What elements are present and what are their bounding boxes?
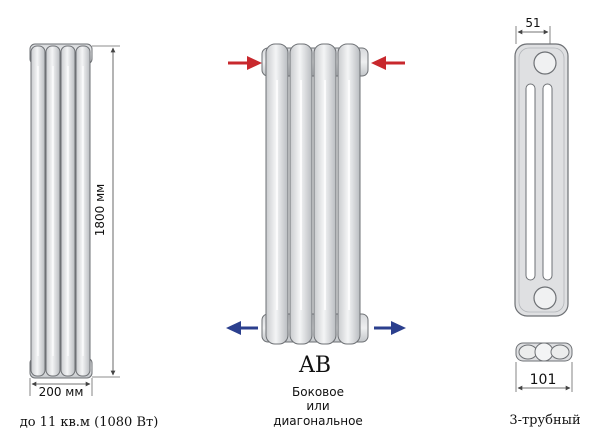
bottom-width-label: 101 (530, 372, 557, 388)
height-dimension (92, 45, 120, 378)
connection-caption-line-3: диагональное (273, 414, 363, 428)
three-tube-profile (515, 342, 573, 362)
height-label: 1800 мм (93, 184, 107, 236)
width-label: 200 мм (39, 385, 84, 399)
connection-caption-line-1: Боковое (292, 385, 344, 399)
side-view-section (514, 43, 569, 317)
return-arrow-right (374, 321, 406, 335)
width-dimension (29, 378, 93, 396)
top-port (533, 51, 557, 75)
bottom-width-dimension (515, 362, 573, 392)
connection-view-radiator (261, 43, 369, 345)
connection-code: AB (298, 353, 331, 378)
bottom-port (533, 286, 557, 310)
tube-type-caption: 3-трубный (509, 413, 580, 428)
return-arrow-left (226, 321, 258, 335)
power-caption: до 11 кв.м (1080 Вт) (20, 415, 159, 430)
depth-dimension (515, 26, 551, 44)
front-view-radiator (29, 43, 93, 379)
connection-caption-line-2: или (306, 399, 329, 413)
depth-label: 51 (525, 16, 540, 30)
supply-arrow-right (371, 56, 405, 70)
supply-arrow-left (228, 56, 262, 70)
